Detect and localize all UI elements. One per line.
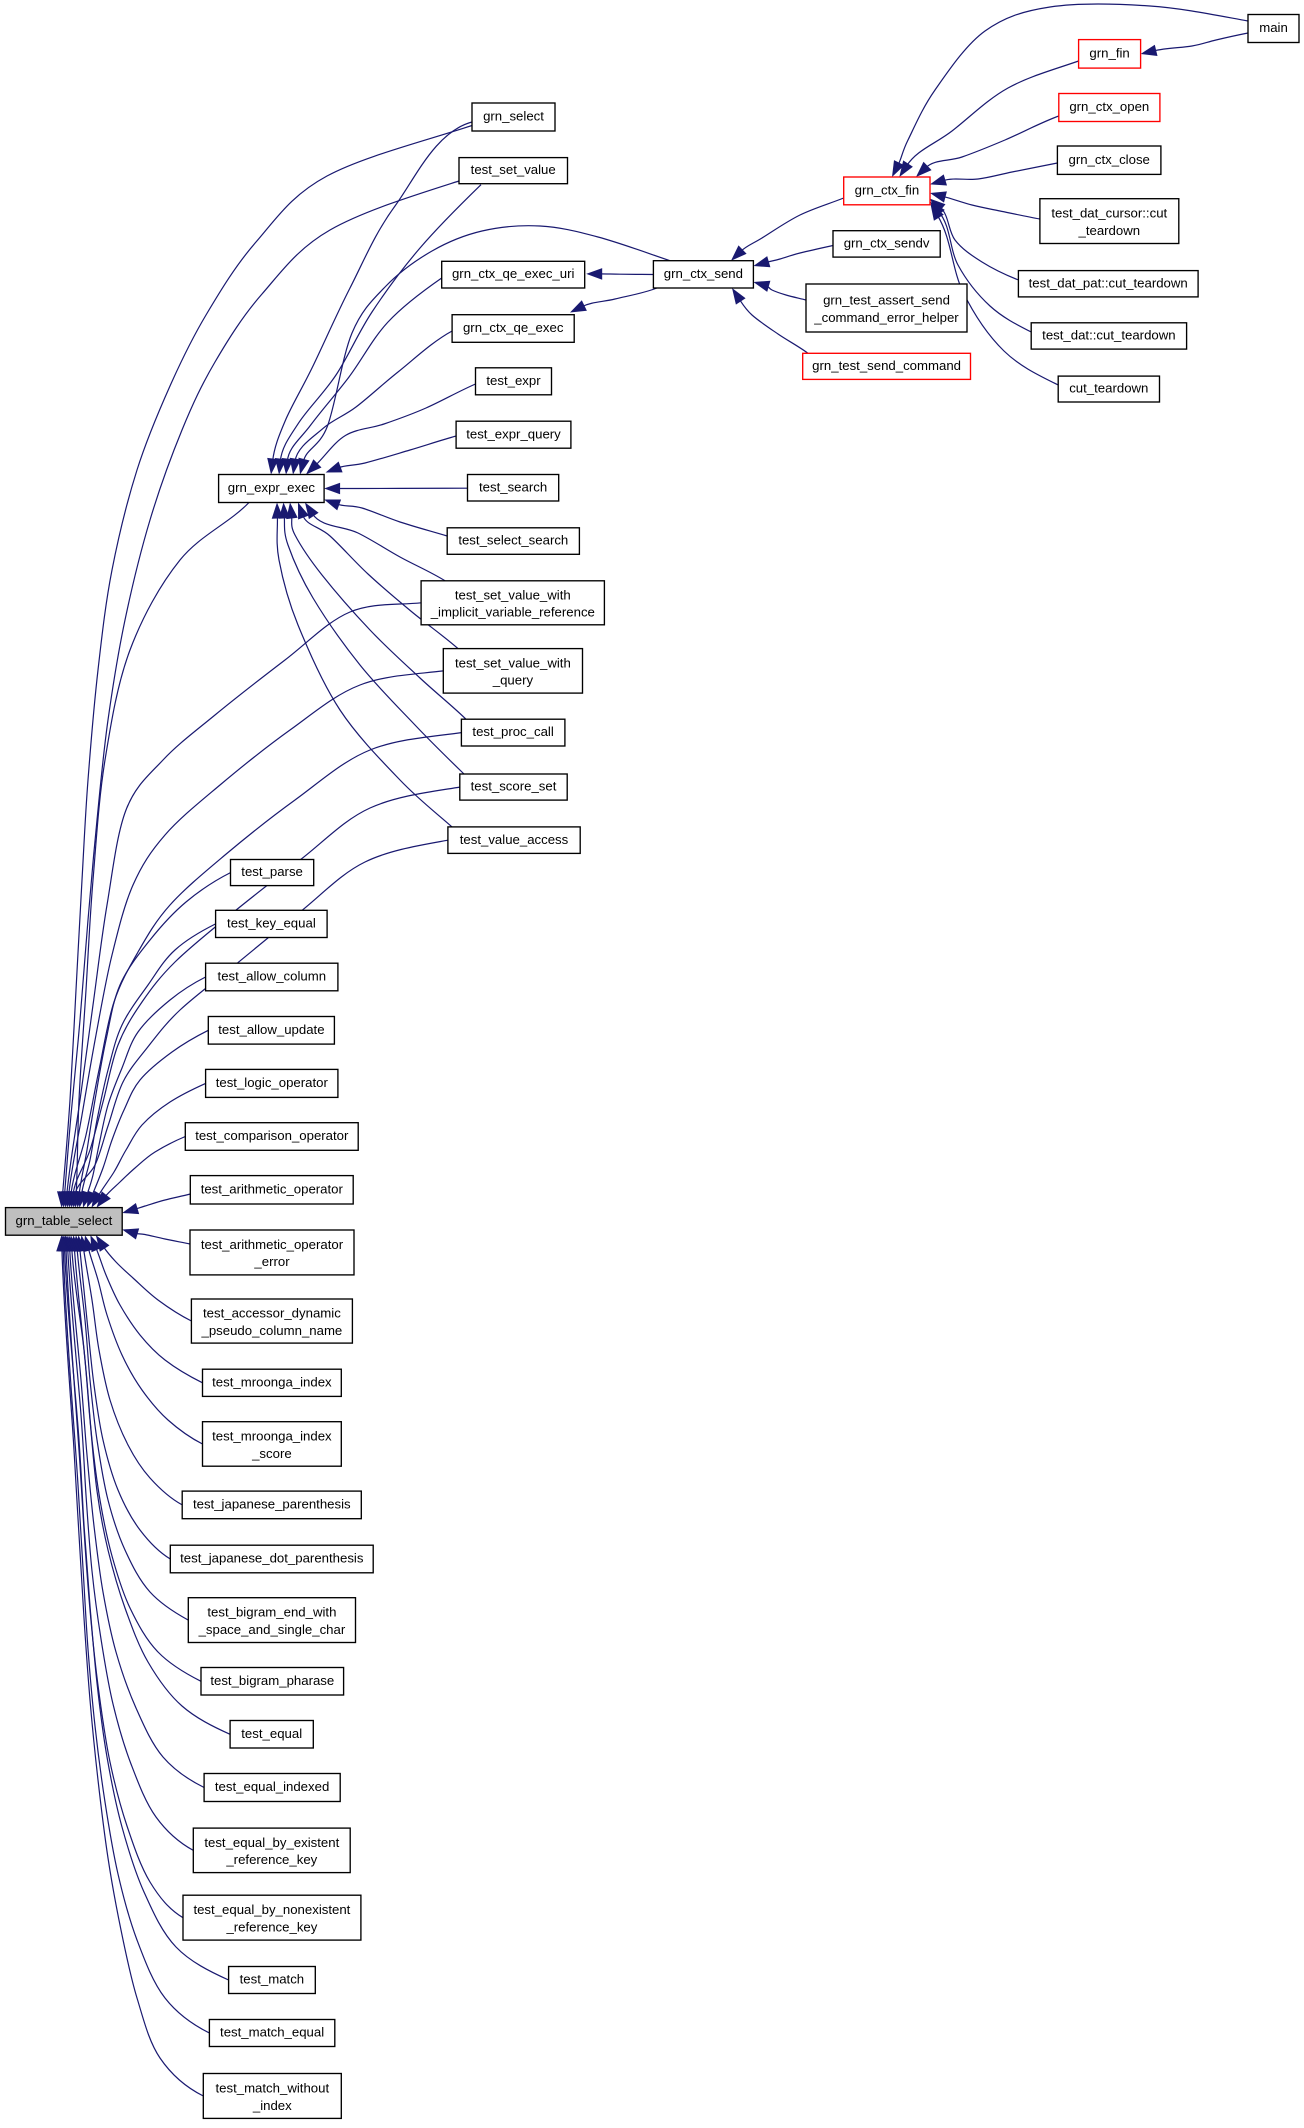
svg-text:grn_ctx_qe_exec: grn_ctx_qe_exec: [463, 320, 564, 335]
svg-text:test_mroonga_index: test_mroonga_index: [212, 1374, 332, 1389]
svg-text:grn_expr_exec: grn_expr_exec: [228, 480, 316, 495]
svg-text:grn_ctx_qe_exec_uri: grn_ctx_qe_exec_uri: [452, 266, 574, 281]
svg-text:grn_ctx_sendv: grn_ctx_sendv: [844, 236, 930, 251]
svg-text:test_accessor_dynamic: test_accessor_dynamic: [203, 1306, 341, 1321]
svg-text:_index: _index: [252, 2098, 292, 2113]
svg-text:main: main: [1259, 20, 1288, 35]
svg-text:test_comparison_operator: test_comparison_operator: [195, 1128, 349, 1143]
svg-text:test_set_value_with: test_set_value_with: [455, 655, 571, 670]
svg-text:_score: _score: [251, 1446, 292, 1461]
svg-text:test_equal: test_equal: [241, 1726, 302, 1741]
svg-text:test_equal_indexed: test_equal_indexed: [215, 1779, 329, 1794]
svg-text:test_set_value_with: test_set_value_with: [455, 587, 571, 602]
svg-text:test_set_value: test_set_value: [471, 162, 556, 177]
svg-text:test_key_equal: test_key_equal: [227, 916, 316, 931]
svg-text:_pseudo_column_name: _pseudo_column_name: [201, 1323, 343, 1338]
svg-text:_reference_key: _reference_key: [225, 1920, 317, 1935]
svg-text:grn_ctx_fin: grn_ctx_fin: [855, 183, 920, 198]
svg-text:test_search: test_search: [479, 479, 547, 494]
svg-text:test_value_access: test_value_access: [460, 832, 569, 847]
svg-text:test_dat_cursor::cut: test_dat_cursor::cut: [1051, 206, 1167, 221]
svg-text:test_allow_column: test_allow_column: [218, 969, 327, 984]
svg-text:test_allow_update: test_allow_update: [218, 1022, 324, 1037]
svg-text:grn_ctx_close: grn_ctx_close: [1069, 152, 1150, 167]
svg-text:test_score_set: test_score_set: [471, 779, 557, 794]
svg-text:_command_error_helper: _command_error_helper: [813, 310, 959, 325]
svg-text:_teardown: _teardown: [1078, 223, 1141, 238]
svg-text:test_bigram_end_with: test_bigram_end_with: [207, 1605, 336, 1620]
svg-text:cut_teardown: cut_teardown: [1069, 381, 1148, 396]
svg-text:grn_select: grn_select: [483, 109, 544, 124]
svg-text:test_proc_call: test_proc_call: [472, 724, 553, 739]
svg-text:grn_test_send_command: grn_test_send_command: [812, 358, 961, 373]
svg-text:_space_and_single_char: _space_and_single_char: [198, 1622, 346, 1637]
svg-text:test_japanese_dot_parenthesis: test_japanese_dot_parenthesis: [180, 1551, 364, 1566]
svg-text:grn_table_select: grn_table_select: [16, 1213, 113, 1228]
svg-text:test_mroonga_index: test_mroonga_index: [212, 1429, 332, 1444]
svg-text:test_dat_pat::cut_teardown: test_dat_pat::cut_teardown: [1029, 275, 1188, 290]
svg-text:test_equal_by_existent: test_equal_by_existent: [204, 1835, 339, 1850]
svg-text:grn_fin: grn_fin: [1089, 45, 1129, 60]
svg-text:test_expr: test_expr: [486, 373, 541, 388]
svg-text:test_equal_by_nonexistent: test_equal_by_nonexistent: [193, 1902, 350, 1917]
svg-text:test_japanese_parenthesis: test_japanese_parenthesis: [193, 1497, 351, 1512]
svg-text:grn_ctx_send: grn_ctx_send: [664, 266, 743, 281]
svg-text:test_match: test_match: [240, 1972, 305, 1987]
svg-text:test_logic_operator: test_logic_operator: [216, 1075, 329, 1090]
svg-text:grn_test_assert_send: grn_test_assert_send: [823, 293, 950, 308]
svg-text:test_bigram_pharase: test_bigram_pharase: [210, 1673, 334, 1688]
svg-text:test_arithmetic_operator: test_arithmetic_operator: [201, 1237, 344, 1252]
svg-text:test_expr_query: test_expr_query: [466, 426, 561, 441]
svg-text:test_select_search: test_select_search: [458, 533, 568, 548]
svg-text:_reference_key: _reference_key: [225, 1852, 317, 1867]
svg-text:_error: _error: [253, 1254, 290, 1269]
svg-text:test_dat::cut_teardown: test_dat::cut_teardown: [1042, 328, 1175, 343]
svg-text:test_match_equal: test_match_equal: [220, 2025, 324, 2040]
svg-text:_implicit_variable_reference: _implicit_variable_reference: [430, 605, 595, 620]
svg-text:_query: _query: [492, 673, 534, 688]
svg-text:test_match_without: test_match_without: [215, 2080, 329, 2095]
svg-text:test_parse: test_parse: [241, 864, 303, 879]
svg-text:grn_ctx_open: grn_ctx_open: [1069, 99, 1149, 114]
svg-text:test_arithmetic_operator: test_arithmetic_operator: [201, 1181, 344, 1196]
